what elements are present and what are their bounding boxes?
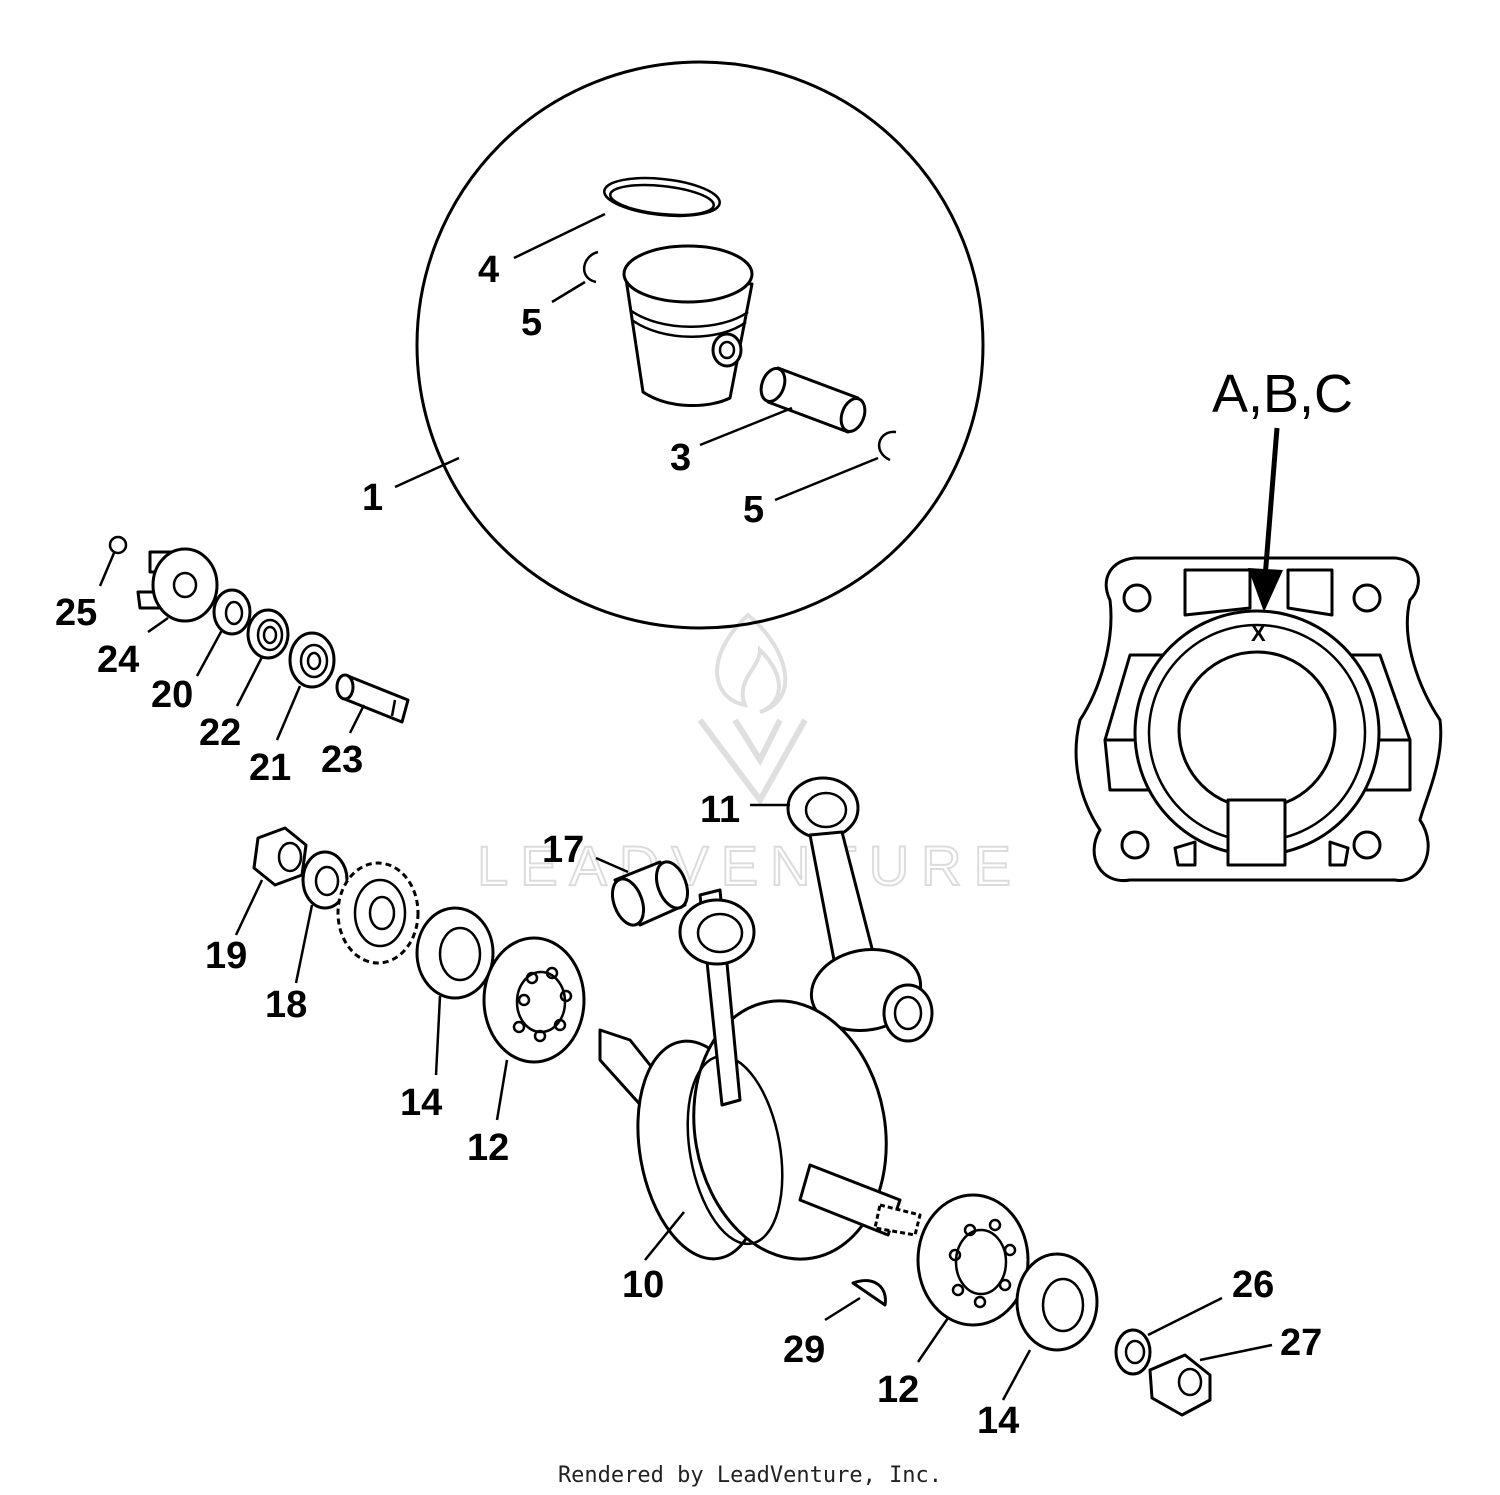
watermark: LEADVENTURE: [476, 612, 1023, 898]
watermark-text: LEADVENTURE: [477, 834, 1023, 897]
circlip-upper: [583, 250, 599, 284]
callout-26: 26: [1232, 1264, 1274, 1306]
abc-note-label: A,B,C: [1212, 364, 1353, 424]
left-crank-parts: 19 18 14 12: [205, 826, 586, 1169]
part-21-bearing: [288, 631, 336, 689]
part-27-nut: [1148, 1353, 1212, 1417]
footer-credit: Rendered by LeadVenture, Inc.: [558, 1463, 942, 1488]
callout-14-right: 14: [977, 1400, 1019, 1442]
cylinder-base-gasket: X A,B,C: [1074, 364, 1443, 882]
part-22-bearing: [246, 608, 290, 660]
callout-21: 21: [249, 747, 291, 789]
callout-3: 3: [670, 437, 691, 479]
gasket-mark: X: [1251, 621, 1266, 646]
callout-29: 29: [783, 1329, 825, 1371]
abc-arrow: [1262, 427, 1280, 579]
part-11-connecting-rod: [786, 776, 934, 1043]
right-crank-parts: 29 12 14 26 27: [783, 1193, 1322, 1442]
callout-1: 1: [362, 477, 383, 519]
part-26-washer: [1114, 1328, 1152, 1376]
part-12-bearing-right: [916, 1193, 1030, 1327]
callout-18: 18: [265, 984, 307, 1026]
callout-4: 4: [478, 249, 499, 291]
callout-12-right: 12: [877, 1369, 919, 1411]
part-25-oring: [108, 535, 128, 555]
callout-23: 23: [321, 739, 363, 781]
part-10-crankshaft: 10: [598, 888, 922, 1306]
piston-pin: [759, 366, 867, 434]
part-19-nut: [252, 826, 308, 887]
part-12-bearing-left: [482, 936, 586, 1064]
piston: [622, 244, 754, 407]
callout-20: 20: [151, 674, 193, 716]
flame-logo-icon: [715, 612, 788, 714]
part-gear: [336, 861, 420, 965]
circlip-lower: [877, 430, 897, 462]
callout-5-lower: 5: [743, 489, 764, 531]
callout-14-left: 14: [400, 1082, 442, 1124]
callout-19: 19: [205, 935, 247, 977]
callout-12-left: 12: [467, 1127, 509, 1169]
part-23-shaft: [335, 673, 410, 724]
callout-10: 10: [622, 1264, 664, 1306]
callout-24: 24: [97, 639, 139, 681]
rod-parts: 11 17: [542, 776, 934, 1043]
callout-11: 11: [700, 789, 740, 831]
part-24-impeller: [136, 547, 219, 623]
part-14-seal-right: [1015, 1252, 1099, 1352]
water-pump-group: 25 24 20 22 21 23: [55, 535, 410, 789]
callout-5-upper: 5: [521, 302, 542, 344]
callout-22: 22: [199, 712, 241, 754]
piston-kit-group: 4 5 3 5 1: [362, 60, 985, 630]
part-14-seal-left: [415, 906, 495, 1000]
callout-17: 17: [542, 829, 584, 871]
part-17-needle-bearing: [610, 860, 690, 927]
callout-27: 27: [1280, 1322, 1322, 1364]
lv-logo-mark: [697, 718, 808, 806]
part-29-key: [851, 1279, 887, 1307]
piston-kit-circle: [415, 60, 985, 630]
part-20-seal: [212, 588, 252, 636]
callout-25: 25: [55, 592, 97, 634]
